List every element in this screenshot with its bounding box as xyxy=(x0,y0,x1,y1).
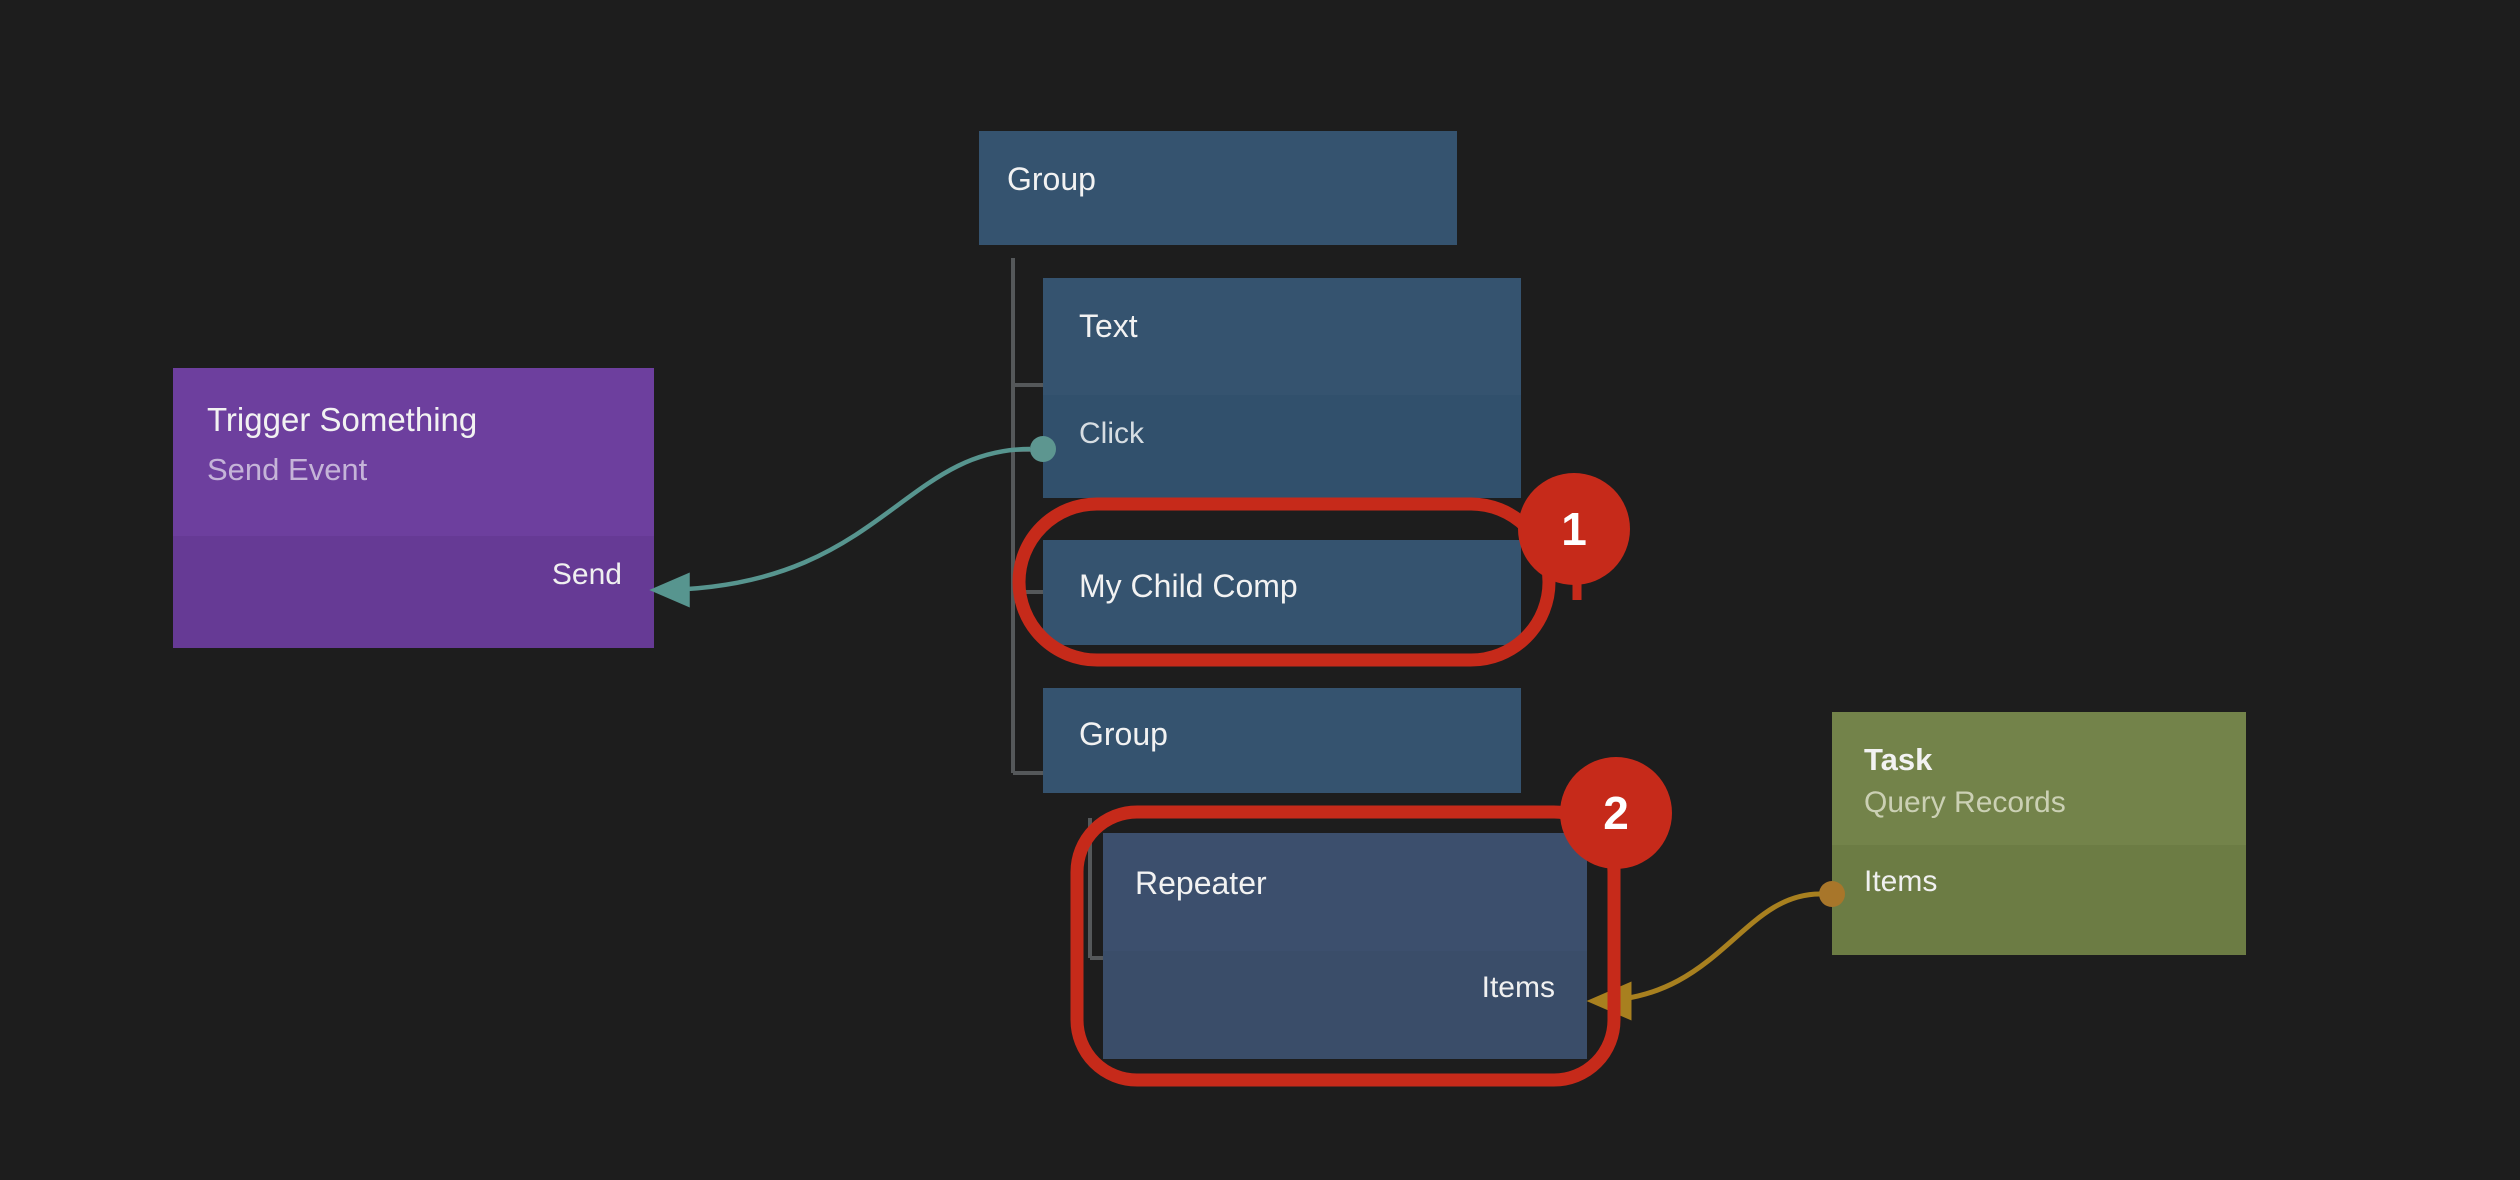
node-repeater[interactable]: Repeater Items xyxy=(1103,833,1587,1059)
node-header: Text xyxy=(1043,278,1521,395)
node-group-child[interactable]: Group xyxy=(1043,688,1521,793)
node-trigger-something[interactable]: Trigger Something Send Event Send xyxy=(173,368,654,648)
node-header: Task Query Records xyxy=(1832,712,2246,845)
node-group-root[interactable]: Group xyxy=(979,131,1457,245)
node-title: Text xyxy=(1079,308,1138,344)
node-header: Group xyxy=(1043,688,1521,793)
node-body: Items xyxy=(1832,845,2246,955)
node-my-child-comp[interactable]: My Child Comp xyxy=(1043,540,1521,645)
node-header: Group xyxy=(979,131,1457,245)
port-dot-click[interactable] xyxy=(1030,436,1056,462)
edge-click-to-send xyxy=(649,446,1031,608)
node-text[interactable]: Text Click xyxy=(1043,278,1521,498)
node-body: Send xyxy=(173,536,654,648)
port-label-send[interactable]: Send xyxy=(551,558,622,591)
node-title: Repeater xyxy=(1135,865,1267,901)
node-header: My Child Comp xyxy=(1043,540,1521,645)
node-title: Trigger Something xyxy=(207,401,478,438)
node-task[interactable]: Task Query Records Items xyxy=(1832,712,2246,955)
node-subtitle: Send Event xyxy=(207,452,368,487)
node-title: Group xyxy=(1079,716,1168,752)
node-subtitle: Query Records xyxy=(1864,786,2066,819)
node-title: My Child Comp xyxy=(1079,568,1298,604)
annotation-badge-2-label: 2 xyxy=(1603,787,1629,839)
port-dot-items[interactable] xyxy=(1819,881,1845,907)
annotation-badge-1-label: 1 xyxy=(1561,503,1587,555)
edge-items-to-items xyxy=(1586,891,1821,1021)
node-body: Items xyxy=(1103,951,1587,1059)
node-header: Repeater xyxy=(1103,833,1587,951)
port-label-items-in[interactable]: Items xyxy=(1481,971,1555,1004)
node-body: Click xyxy=(1043,395,1521,498)
node-header: Trigger Something Send Event xyxy=(173,368,654,536)
port-label-click[interactable]: Click xyxy=(1079,417,1144,450)
node-title: Group xyxy=(1007,161,1096,197)
port-label-items-out[interactable]: Items xyxy=(1864,865,1938,898)
node-title: Task xyxy=(1864,742,1933,777)
